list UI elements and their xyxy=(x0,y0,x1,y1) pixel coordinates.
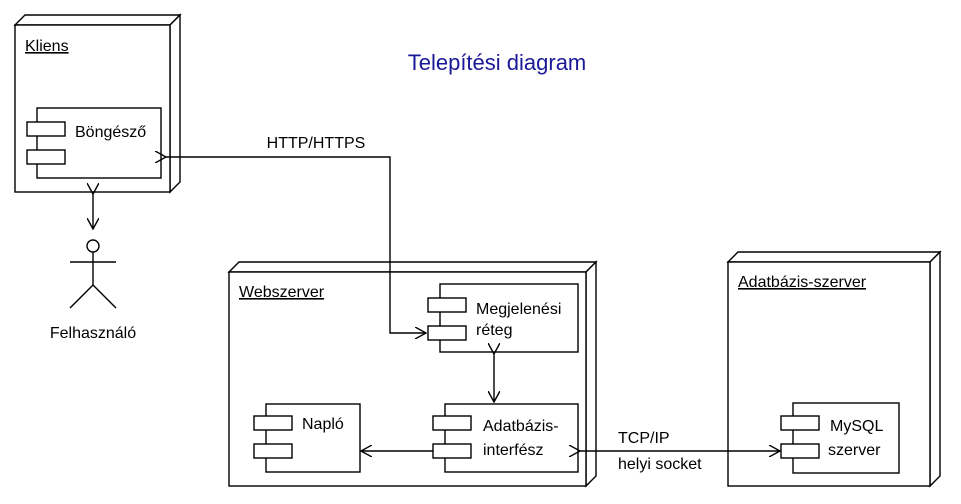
actor-head xyxy=(86,239,100,253)
tcp-label-line1: TCP/IP xyxy=(618,430,670,447)
component-megjelenesi-reteg: Megjelenési réteg xyxy=(427,283,579,353)
component-adatbazis-int-line2: interfész xyxy=(483,442,543,459)
diagram-title: Telepítési diagram xyxy=(408,50,587,75)
http-connector xyxy=(166,157,426,333)
tcp-label-line2: helyi socket xyxy=(618,456,702,473)
component-megjelenesi-line1: Megjelenési xyxy=(476,301,561,318)
component-adatbazis-int-line1: Adatbázis- xyxy=(483,418,559,435)
http-label: HTTP/HTTPS xyxy=(267,135,366,152)
component-adatbazis-interfesz: Adatbázis- interfész xyxy=(432,403,579,473)
component-naplo-label: Napló xyxy=(302,416,344,433)
component-mysql-szerver: MySQL szerver xyxy=(780,402,900,474)
component-mysql-line2: szerver xyxy=(828,442,881,459)
component-megjelenesi-line2: réteg xyxy=(476,322,512,339)
node-webszerver-label: Webszerver xyxy=(239,284,325,301)
component-naplo: Napló xyxy=(253,403,361,473)
actor-label: Felhasználó xyxy=(50,325,136,342)
component-bongeszo-label: Böngésző xyxy=(75,124,146,141)
component-bongeszo: Böngésző xyxy=(26,107,162,179)
component-mysql-line1: MySQL xyxy=(830,418,883,435)
actor-felhasznalo: Felhasználó xyxy=(50,239,136,342)
node-adatbazis-szerver-label: Adatbázis-szerver xyxy=(738,274,867,291)
node-kliens-label: Kliens xyxy=(25,38,69,55)
